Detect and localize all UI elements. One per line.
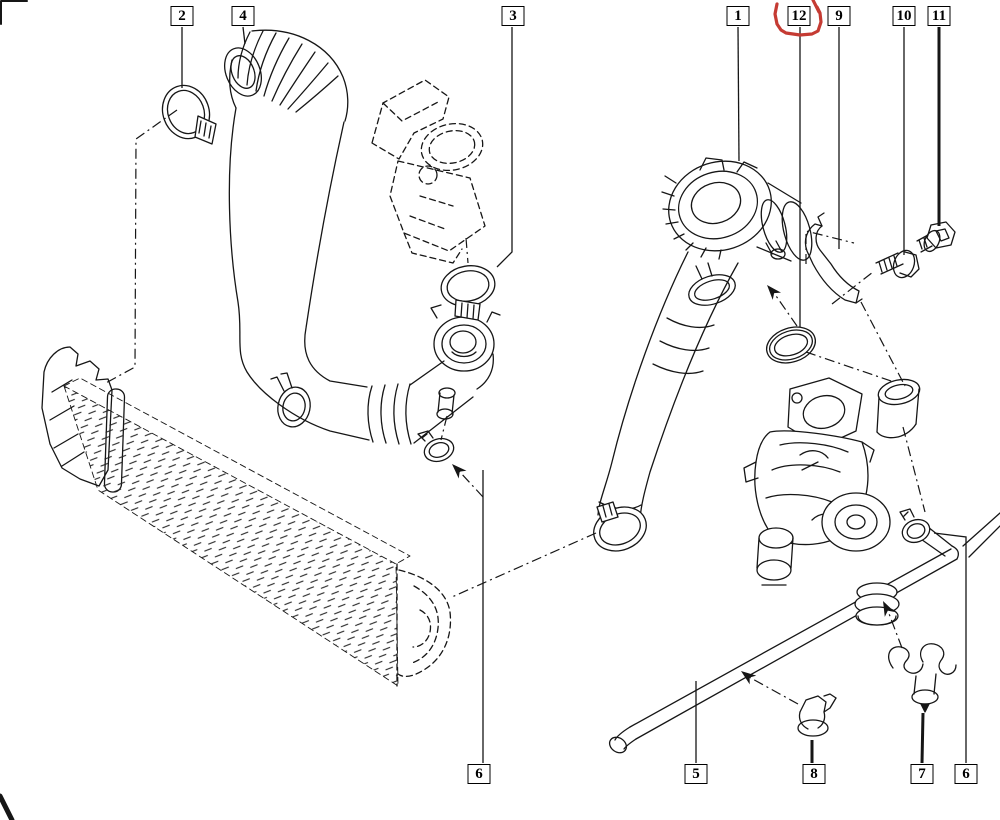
leader-line-7 — [920, 712, 925, 764]
pipe-clip-8 — [797, 693, 837, 737]
intake-hose-body — [228, 107, 474, 445]
assembly-link-6 — [805, 351, 895, 383]
intercooler — [41, 346, 452, 687]
charge-hose-body — [597, 251, 739, 520]
corner-marks — [0, 0, 28, 820]
arrowheads-layer — [452, 285, 895, 685]
bolt-10 — [875, 249, 920, 279]
joint-clamp — [688, 262, 736, 306]
turbo-inlet-duct — [876, 378, 921, 439]
overflow-pipe-5 — [608, 512, 1000, 754]
hose-clamp-6-left — [417, 430, 455, 463]
bellows-section — [224, 29, 349, 122]
assembly-link-3 — [458, 470, 484, 498]
pointer-arrow — [452, 464, 467, 479]
pointer-arrow — [767, 285, 782, 300]
assembly-link-8 — [831, 271, 874, 305]
elbow-flange — [661, 157, 772, 260]
elbow-outlet — [756, 182, 813, 262]
pipe-holder-7 — [888, 643, 957, 713]
hose-clamp-6-lower — [593, 501, 647, 552]
turbo-actuator — [756, 527, 794, 586]
assembly-link-1 — [465, 237, 469, 264]
pipe-clamp-6-right — [899, 508, 931, 544]
turbo-flange — [787, 377, 863, 448]
pointer-arrow — [741, 671, 757, 685]
red-highlight-stroke-1 — [811, 0, 821, 14]
assembly-link-7 — [805, 230, 855, 264]
leader-lines-layer — [181, 26, 967, 764]
leader-line-4 — [242, 26, 246, 45]
assembly-link-2 — [440, 415, 448, 441]
turbo-compressor — [821, 492, 891, 552]
assembly-link-12 — [887, 610, 903, 649]
breather-nipple — [436, 387, 456, 420]
intercooler-outlet-tank — [396, 563, 452, 687]
hose-clamp-2 — [161, 84, 217, 145]
intake-hose-assembly — [161, 29, 501, 463]
throttle-body-phantom — [371, 79, 486, 264]
leader-line-1 — [737, 26, 740, 162]
mounting-bracket-9 — [804, 212, 863, 304]
turbo-ribbed-stub — [854, 582, 900, 626]
assembly-link-5 — [773, 292, 798, 327]
turbocharger — [743, 377, 921, 626]
assembly-link-0 — [103, 109, 178, 385]
leader-line-6b — [933, 532, 967, 763]
bolt-11 — [916, 221, 956, 253]
assembly-link-10 — [902, 426, 926, 513]
assembly-links-layer — [103, 109, 926, 705]
spring-clamp — [270, 372, 311, 428]
assembly-link-11 — [748, 676, 799, 705]
highlight-annotation-layer — [773, 0, 823, 37]
assembly-link-9 — [860, 301, 906, 387]
assembly-link-4 — [451, 532, 597, 598]
gasket-ring-12 — [766, 326, 816, 364]
hose-clamp-3 — [440, 265, 496, 321]
red-highlight-stroke-0 — [773, 2, 823, 37]
charge-air-elbow-hose — [593, 157, 813, 552]
pointer-arrow — [883, 601, 895, 617]
intercooler-core — [63, 377, 411, 687]
leader-line-3 — [496, 27, 513, 268]
